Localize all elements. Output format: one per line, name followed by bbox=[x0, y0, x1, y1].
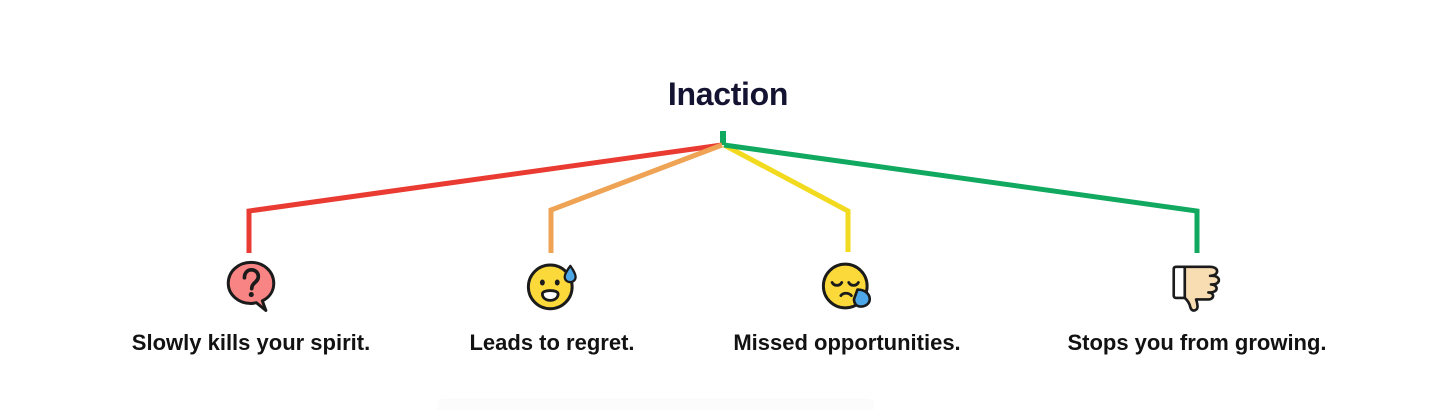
branch-line-leads-to-regret bbox=[548, 142, 723, 253]
branch-stops-you-from-growing[interactable]: Stops you from growing. bbox=[1037, 258, 1357, 358]
branch-label: Stops you from growing. bbox=[1067, 330, 1327, 355]
branch-label: Missed opportunities. bbox=[733, 330, 961, 355]
branch-line-slowly-kills-your-spirit bbox=[246, 142, 723, 253]
question-speech-bubble-icon bbox=[226, 260, 276, 312]
branch-line-missed-opportunities bbox=[722, 142, 851, 252]
branch-missed-opportunities[interactable]: Missed opportunities. bbox=[687, 258, 1007, 358]
sleepy-face-icon bbox=[821, 262, 872, 310]
page-title: Inaction bbox=[667, 76, 789, 112]
branch-slowly-kills-your-spirit[interactable]: Slowly kills your spirit. bbox=[91, 258, 411, 358]
thumbs-down-icon bbox=[1172, 265, 1221, 312]
anxious-face-with-sweat-icon bbox=[526, 263, 577, 311]
branch-leads-to-regret[interactable]: Leads to regret. bbox=[392, 258, 712, 358]
branch-label: Slowly kills your spirit. bbox=[131, 330, 371, 355]
bottom-container-edge bbox=[437, 399, 874, 410]
branch-line-stops-you-from-growing bbox=[723, 142, 1200, 253]
branch-label: Leads to regret. bbox=[469, 330, 635, 355]
